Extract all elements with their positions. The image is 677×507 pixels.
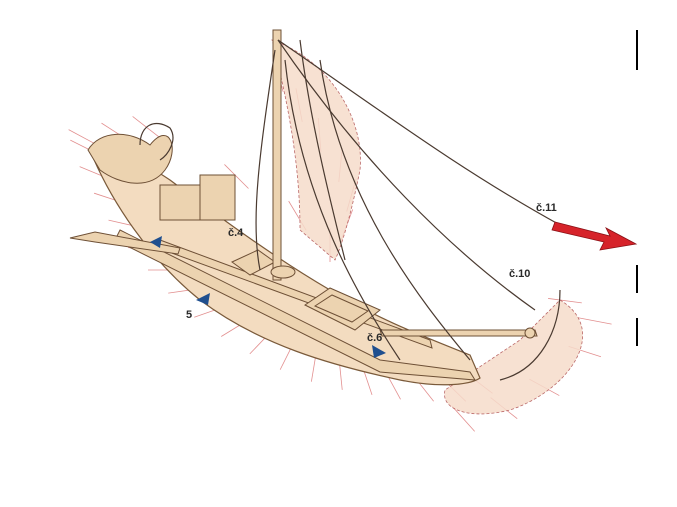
boom	[380, 330, 537, 336]
cabin-front	[160, 185, 205, 220]
sheet-line-2	[256, 50, 275, 270]
edge-mark-low	[636, 318, 638, 346]
prow-head	[88, 134, 172, 183]
label-c11: č.11	[536, 202, 557, 214]
label-c6: č.6	[367, 332, 382, 344]
edge-mark-mid	[636, 265, 638, 293]
hatch-line	[578, 318, 611, 324]
label-c10: č.10	[509, 268, 530, 280]
boom-end	[525, 328, 535, 338]
main-sail	[272, 40, 360, 260]
label-c4: č.4	[228, 227, 244, 239]
edge-mark-top	[636, 30, 638, 70]
mast-step	[271, 266, 295, 278]
cabin-side	[200, 175, 235, 220]
label-5: 5	[186, 309, 192, 321]
force-arrow	[552, 222, 636, 250]
hatch-line	[548, 298, 582, 302]
mast	[273, 30, 281, 280]
